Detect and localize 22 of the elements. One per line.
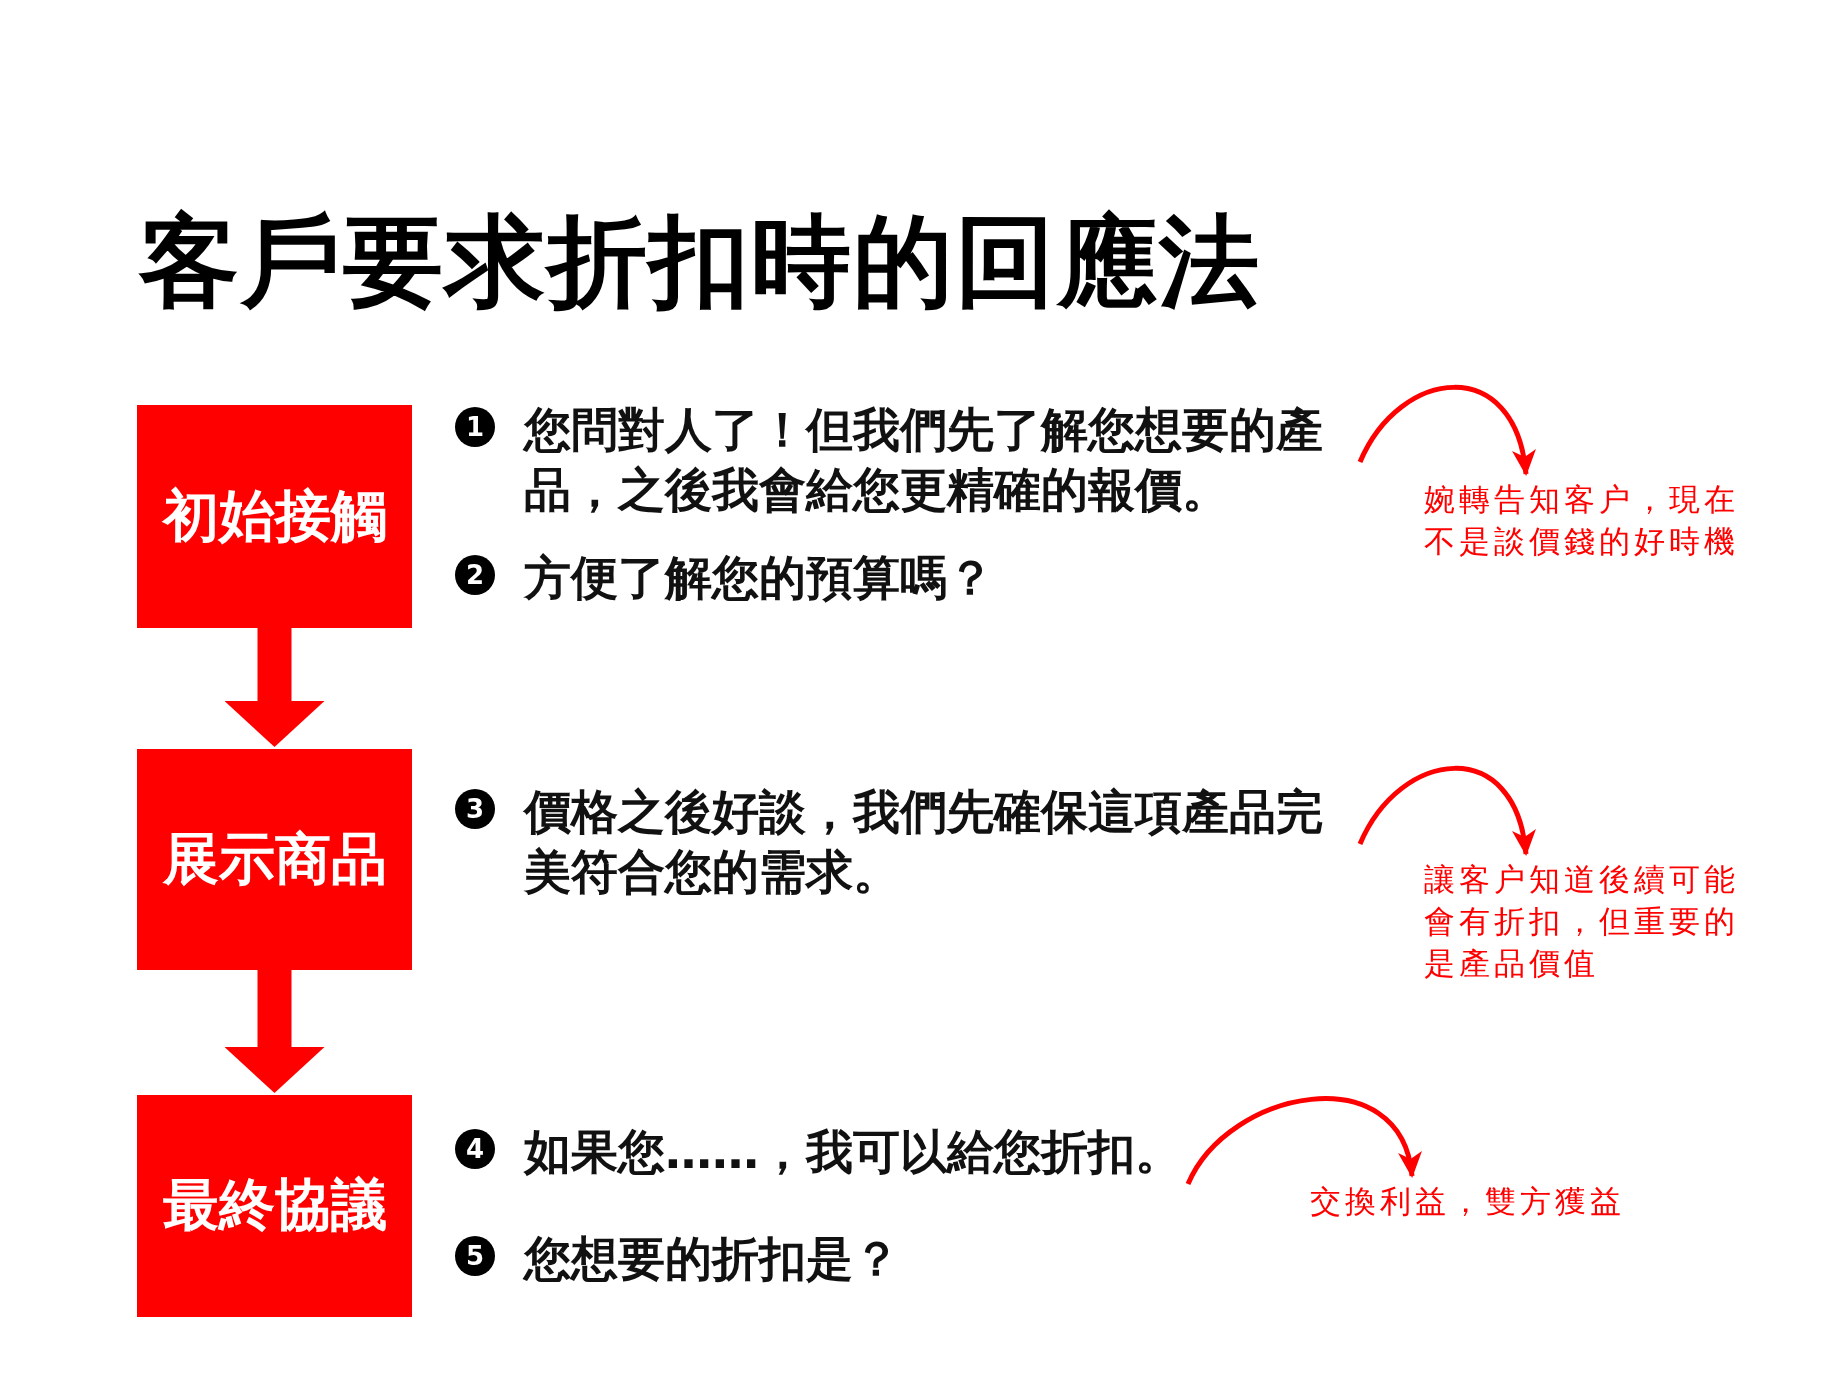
annotation-note: 婉轉告知客户，現在不是談價錢的好時機 (1424, 478, 1754, 562)
annotation-note: 交換利益，雙方獲益 (1310, 1180, 1650, 1222)
curved-arrow (1185, 1096, 1419, 1186)
number-badge: 1 (455, 407, 495, 447)
step-box: 最終協議 (137, 1095, 412, 1317)
curved-arrow (1357, 385, 1534, 476)
number-badge: 5 (455, 1236, 495, 1276)
block-arrow (224, 628, 325, 747)
number-badge: 3 (455, 789, 495, 829)
step-box: 初始接觸 (137, 405, 412, 628)
script-line: 您問對人了！但我們先了解您想要的產品，之後我會給您更精確的報價。 (524, 400, 1354, 520)
curved-arrow (1357, 766, 1534, 856)
title: 客戶要求折扣時的回應法 (139, 202, 1261, 322)
script-line: 價格之後好談，我們先確保這項產品完美符合您的需求。 (524, 782, 1354, 902)
script-line: 方便了解您的預算嗎？ (524, 549, 994, 607)
annotation-note: 讓客户知道後續可能會有折扣，但重要的是產品價值 (1424, 858, 1754, 984)
block-arrow (224, 970, 325, 1093)
script-line: 您想要的折扣是？ (524, 1230, 900, 1288)
step-box: 展示商品 (137, 749, 412, 970)
number-badge: 4 (455, 1129, 495, 1169)
script-line: 如果您……，我可以給您折扣。 (524, 1122, 1182, 1182)
number-badge: 2 (455, 555, 495, 595)
